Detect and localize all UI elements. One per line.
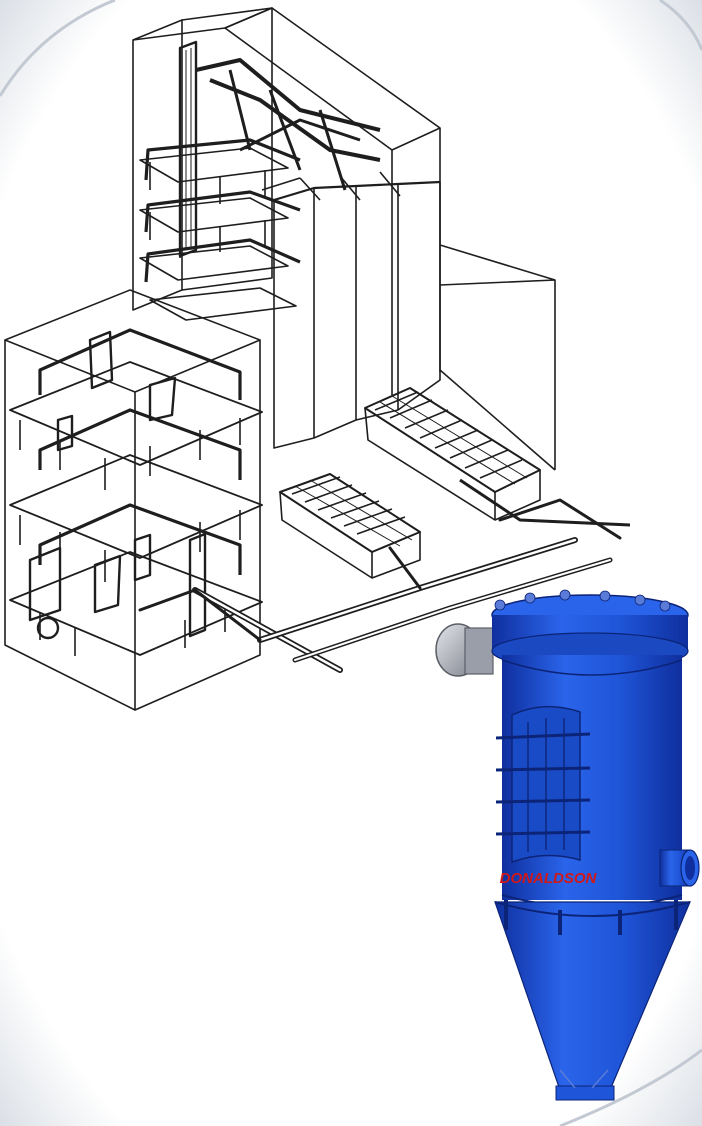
donaldson-logo: DONALDSON xyxy=(500,870,598,887)
vignette-arc-top-left xyxy=(0,0,116,97)
wireframe-processing-building-icon xyxy=(4,289,263,711)
vignette-arc-top-right xyxy=(659,0,702,51)
grate-conveyor-icon xyxy=(279,387,631,579)
pipe-network-icon xyxy=(138,498,622,673)
cyclone-dust-collector-icon: DONALDSON xyxy=(435,589,700,1101)
wireframe-tower-structure-icon xyxy=(132,7,441,395)
vignette-arc-bottom-right xyxy=(559,1048,702,1126)
